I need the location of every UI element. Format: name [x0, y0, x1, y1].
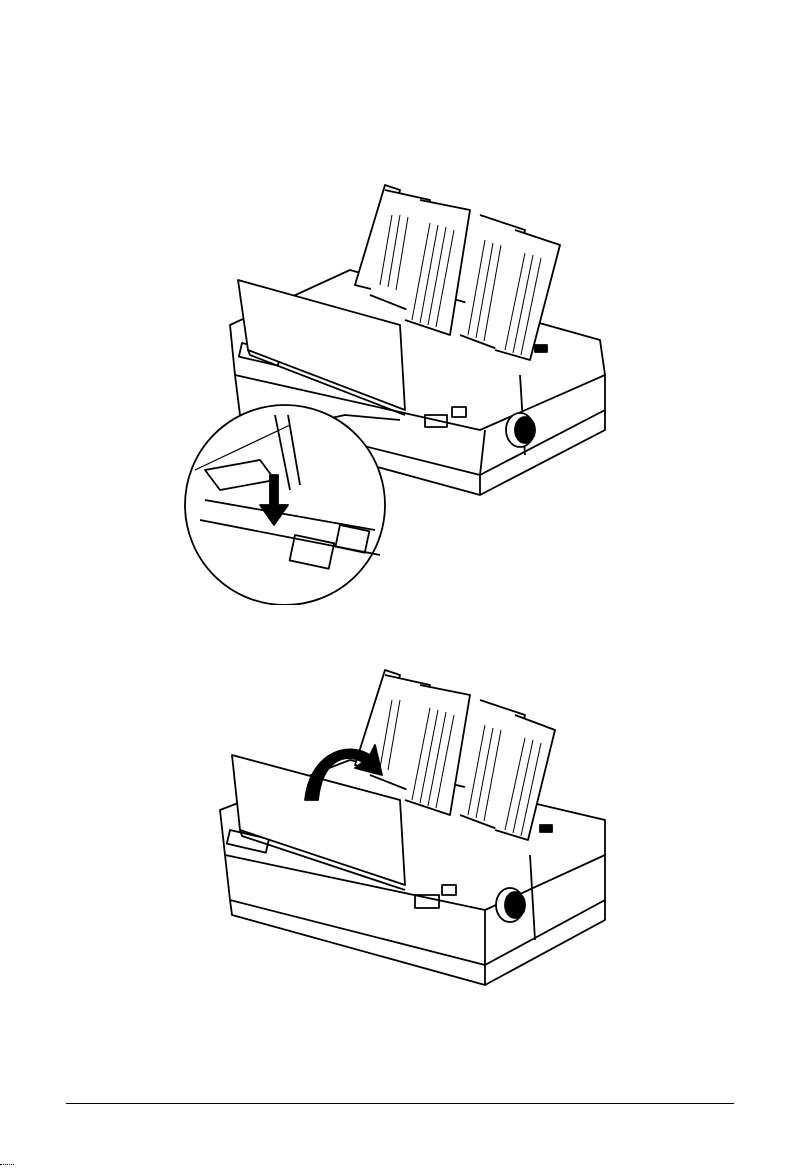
platen-knob [496, 888, 525, 922]
footer-rule [66, 1103, 734, 1104]
corner-mark [0, 1164, 14, 1165]
detail-inset [185, 405, 400, 605]
printer-illustration-flip-guide [210, 660, 610, 990]
platen-knob [506, 413, 535, 447]
printer-illustration-insert-guide [180, 175, 625, 605]
